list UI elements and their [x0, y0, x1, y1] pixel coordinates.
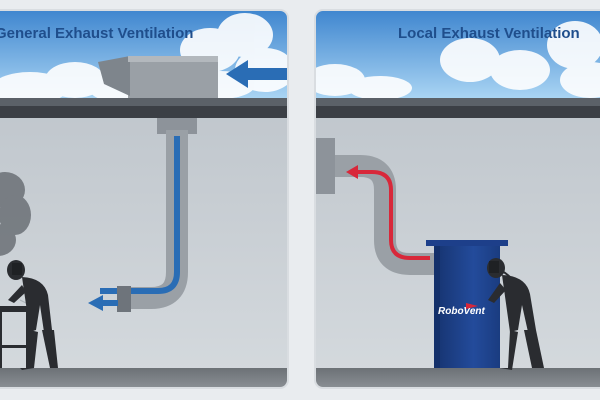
flow-arrow-icon [226, 60, 288, 88]
logo-arrow-icon [466, 303, 478, 309]
roof-line [315, 98, 600, 106]
brand-logo: RoboVent [438, 306, 486, 317]
flow-arrow-icon [346, 165, 358, 179]
workbench [0, 306, 33, 368]
roof-exhaust-fan [98, 56, 218, 98]
floor [315, 368, 600, 388]
general-exhaust-duct [88, 118, 197, 312]
ceiling [0, 106, 288, 118]
welder-silhouette [487, 258, 544, 370]
wall-exhaust-outlet [315, 138, 335, 194]
fume-collector-unit: RoboVent [426, 240, 508, 368]
ceiling [315, 106, 600, 118]
welding-smoke [0, 172, 31, 256]
welder-silhouette [7, 260, 58, 370]
panel-title-general: General Exhaust Ventilation [0, 25, 193, 42]
panel-general-exhaust: General Exhaust Ventilation [0, 10, 288, 388]
clouds [315, 21, 600, 100]
panel-local-exhaust: RoboVent Local Exhaust Ventilation [315, 10, 600, 388]
flow-arrow-icon [88, 295, 103, 311]
roof-line [0, 98, 288, 106]
panel-border-left [0, 9, 289, 389]
floor [0, 368, 288, 388]
local-exhaust-duct [335, 155, 436, 275]
panel-border-right [314, 9, 600, 389]
panel-title-local: Local Exhaust Ventilation [398, 25, 580, 42]
